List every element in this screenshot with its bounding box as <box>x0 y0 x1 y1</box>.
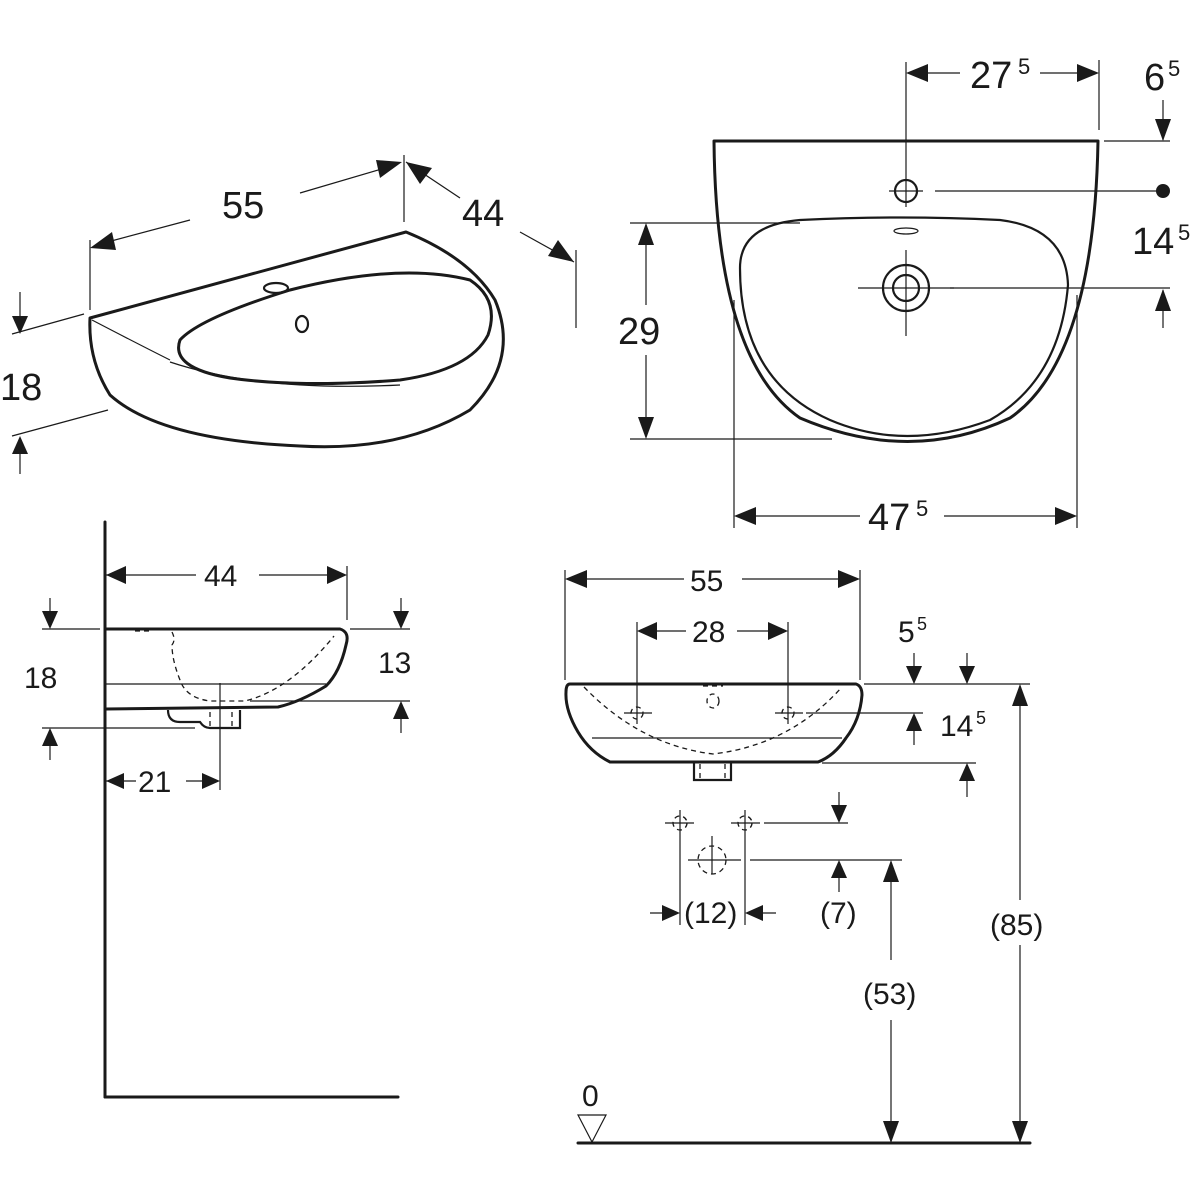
perspective-height-label: 18 <box>0 367 42 409</box>
supply-point-right <box>731 810 760 925</box>
floor-level-label: 0 <box>582 1080 599 1113</box>
front-fixing-spacing-label: 28 <box>692 616 725 649</box>
waste-point <box>688 836 741 875</box>
front-body-height-sup: 5 <box>976 708 986 728</box>
side-bowl-height-label: 13 <box>378 647 411 680</box>
side-drain-label: 21 <box>138 766 171 799</box>
top-rear-tap-sup: 5 <box>1168 56 1180 81</box>
top-bowl-width-label: 47 <box>868 497 910 539</box>
front-view: 55 28 5 5 14 5 <box>564 565 1043 1145</box>
side-depth-label: 44 <box>204 560 237 593</box>
supply-point-left <box>665 810 694 925</box>
front-fixing-top-sup: 5 <box>917 614 927 634</box>
top-bowl-depth-label: 29 <box>618 311 660 353</box>
top-view: 27 5 6 5 14 5 29 47 5 <box>618 54 1190 539</box>
top-tap-drain-label: 14 <box>1132 221 1174 263</box>
front-body-height-label: 14 <box>940 710 973 743</box>
side-view: 44 18 13 21 <box>24 520 411 1099</box>
perspective-depth-label: 44 <box>462 193 504 235</box>
fixing-hole-right <box>775 622 803 724</box>
top-tap-drain-sup: 5 <box>1178 220 1190 245</box>
perspective-view: 55 44 18 <box>0 155 577 474</box>
top-rear-tap-label: 6 <box>1144 57 1165 99</box>
top-tap-offset-label: 27 <box>970 55 1012 97</box>
top-tap-offset-sup: 5 <box>1018 54 1030 79</box>
front-supply-waste-label: (7) <box>820 897 857 930</box>
top-bowl-width-sup: 5 <box>916 496 928 521</box>
fixing-hole-left <box>624 622 652 724</box>
floor-level-icon <box>577 1114 607 1144</box>
front-fixing-top-label: 5 <box>898 616 915 649</box>
front-width-label: 55 <box>690 565 723 598</box>
side-height-label: 18 <box>24 662 57 695</box>
front-supply-spacing-label: (12) <box>684 897 737 930</box>
front-rim-height-label: (85) <box>990 909 1043 942</box>
perspective-width-label: 55 <box>222 185 264 227</box>
front-waste-height-label: (53) <box>863 978 916 1011</box>
